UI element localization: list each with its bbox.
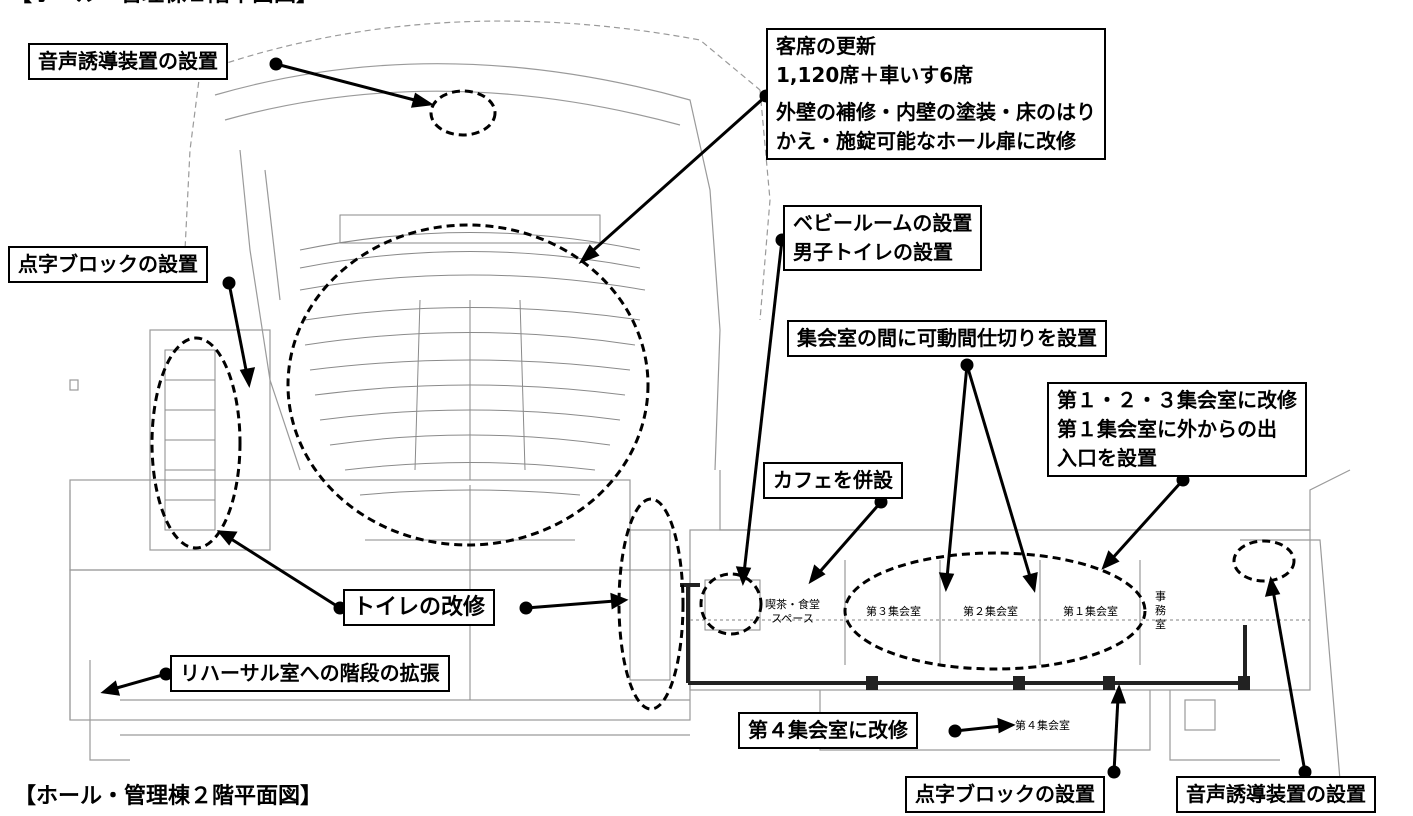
callout-line: 第１・２・３集会室に改修	[1057, 388, 1297, 412]
callout-line: ベビールームの設置	[793, 211, 973, 235]
room-label-line: 室	[1155, 618, 1166, 631]
callout-text: 音声誘導装置の設置	[1186, 782, 1366, 806]
callout-seats: 客席の更新 1,120席＋車いす6席 外壁の補修・内壁の塗装・床のはり かえ・施…	[766, 28, 1106, 160]
callout-text: リハーサル室への階段の拡張	[180, 661, 440, 685]
callout-text: 音声誘導装置の設置	[38, 49, 218, 73]
callout-line: かえ・施錠可能なホール扉に改修	[776, 129, 1076, 153]
callout-braille-bottom: 点字ブロックの設置	[905, 776, 1105, 813]
callout-baby-room: ベビールームの設置 男子トイレの設置	[783, 205, 983, 271]
highlight-ellipses	[150, 89, 1296, 711]
callout-meeting4: 第４集会室に改修	[738, 712, 918, 749]
room-label-line: 喫茶・食堂	[765, 598, 820, 611]
callout-text: カフェを併設	[773, 468, 893, 492]
room-label-cafe: 喫茶・食堂 スペース	[765, 598, 820, 626]
callout-line: 第１集会室に外からの出	[1057, 417, 1277, 441]
baby-room-highlight	[699, 572, 763, 636]
callout-line: 男子トイレの設置	[793, 240, 953, 264]
callout-voice-guide-bottom: 音声誘導装置の設置	[1176, 776, 1376, 813]
callout-toilet: トイレの改修	[343, 589, 496, 626]
seating-area	[299, 214, 646, 700]
room-label-meeting1: 第１集会室	[1063, 605, 1118, 618]
callout-text: 点字ブロックの設置	[915, 782, 1095, 806]
room-label-line: スペース	[771, 612, 814, 625]
callout-line: 1,120席＋車いす6席	[776, 63, 974, 87]
room-label-meeting2: 第２集会室	[963, 605, 1018, 618]
callout-cafe: カフェを併設	[763, 462, 903, 499]
callout-partition: 集会室の間に可動間仕切りを設置	[787, 320, 1107, 357]
meeting-rooms-highlight	[843, 551, 1147, 671]
room-label-line: 事	[1155, 590, 1166, 603]
callout-line: 外壁の補修・内壁の塗装・床のはり	[776, 100, 1096, 124]
toilet-fixtures	[164, 349, 761, 681]
braille-block-line	[680, 583, 1250, 690]
callout-text: 第４集会室に改修	[748, 718, 908, 742]
top-heading-fragment: 【ホール・管理棟１階平面図】	[10, 0, 318, 12]
toilet-right-highlight	[617, 497, 685, 711]
room-label-line: 務	[1155, 604, 1166, 617]
callout-text: トイレの改修	[353, 595, 486, 620]
callout-line: 入口を設置	[1057, 446, 1157, 470]
callout-text: 点字ブロックの設置	[18, 252, 198, 276]
seats-highlight	[286, 223, 650, 547]
room-label-meeting4: 第４集会室	[1015, 719, 1070, 732]
callout-meeting-rooms: 第１・２・３集会室に改修 第１集会室に外からの出 入口を設置	[1047, 382, 1307, 477]
room-label-office: 事 務 室	[1155, 590, 1166, 632]
callout-voice-guide-top: 音声誘導装置の設置	[28, 43, 228, 80]
callout-braille-left: 点字ブロックの設置	[8, 246, 208, 283]
voice-guide-highlight-top	[429, 89, 497, 137]
toilet-left-highlight	[150, 336, 242, 550]
callout-line: 客席の更新	[776, 34, 876, 58]
callout-stairs: リハーサル室への階段の拡張	[170, 655, 450, 692]
room-label-meeting3: 第３集会室	[866, 605, 921, 618]
bottom-heading: 【ホール・管理棟２階平面図】	[14, 784, 323, 809]
voice-guide-highlight-right	[1232, 539, 1296, 583]
callout-text: 集会室の間に可動間仕切りを設置	[797, 326, 1097, 350]
